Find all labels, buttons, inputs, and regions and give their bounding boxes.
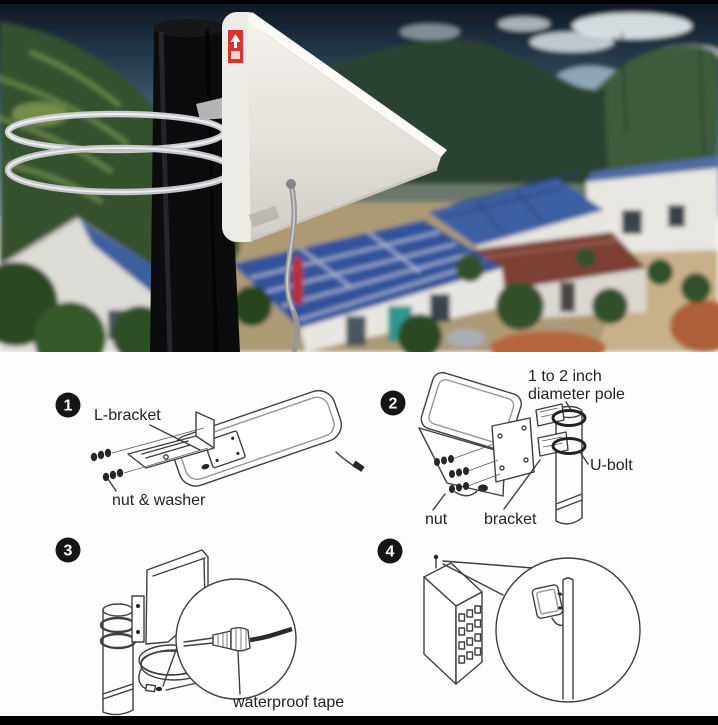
step4-magnifier: [442, 557, 641, 703]
step2-u-bolts: [535, 403, 587, 457]
step-4-diagram: 4: [377, 538, 641, 703]
spec-label-sticker: [248, 205, 280, 228]
label-l-bracket: L-bracket: [94, 407, 161, 424]
step3-pole: [99, 603, 137, 716]
step-1-badge: 1: [55, 392, 81, 418]
label-pole-size-line2: diameter pole: [528, 386, 625, 403]
up-arrow-sticker: [228, 30, 243, 63]
step2-nuts: [434, 443, 501, 493]
step-3-diagram: 3: [55, 537, 344, 716]
step-1-diagram: 1: [55, 389, 365, 509]
step-2-badge: 2: [380, 390, 406, 416]
step-1-number: 1: [64, 398, 73, 415]
step-2-number: 2: [389, 396, 398, 413]
village-house-right: [586, 156, 718, 254]
magnifier-detail: [162, 578, 297, 700]
label-bracket: bracket: [484, 511, 537, 528]
label-pole-size-line1: 1 to 2 inch: [528, 368, 602, 385]
step-4-number: 4: [386, 544, 395, 561]
antenna-installation-photo: [0, 4, 718, 352]
terraced-fields: [0, 49, 130, 205]
step-2-diagram: 2: [380, 368, 633, 528]
label-nut-washer: nut & washer: [112, 492, 206, 509]
bottom-letterbox-bar: [0, 716, 718, 725]
brick-pile: [490, 331, 606, 352]
label-waterproof-tape: waterproof tape: [232, 694, 344, 711]
building: [423, 554, 483, 685]
label-nut: nut: [425, 511, 448, 528]
step-3-number: 3: [64, 543, 73, 560]
step2-bracket-plate: [491, 417, 535, 483]
top-letterbox-bar: [0, 0, 718, 4]
nuts-and-washers: [90, 427, 209, 482]
label-u-bolt: U-bolt: [590, 457, 633, 474]
pole-and-antenna: [4, 12, 447, 352]
clouds: [400, 13, 718, 63]
step-4-badge: 4: [377, 538, 403, 564]
step1-cable: [335, 451, 365, 472]
l-bracket-part: [127, 411, 215, 469]
step1-antenna: [172, 389, 342, 487]
up-arrow-icon: [230, 34, 241, 48]
installation-steps-diagram: 1: [0, 352, 718, 716]
step-3-badge: 3: [55, 537, 81, 563]
coax-cable: [284, 179, 300, 352]
